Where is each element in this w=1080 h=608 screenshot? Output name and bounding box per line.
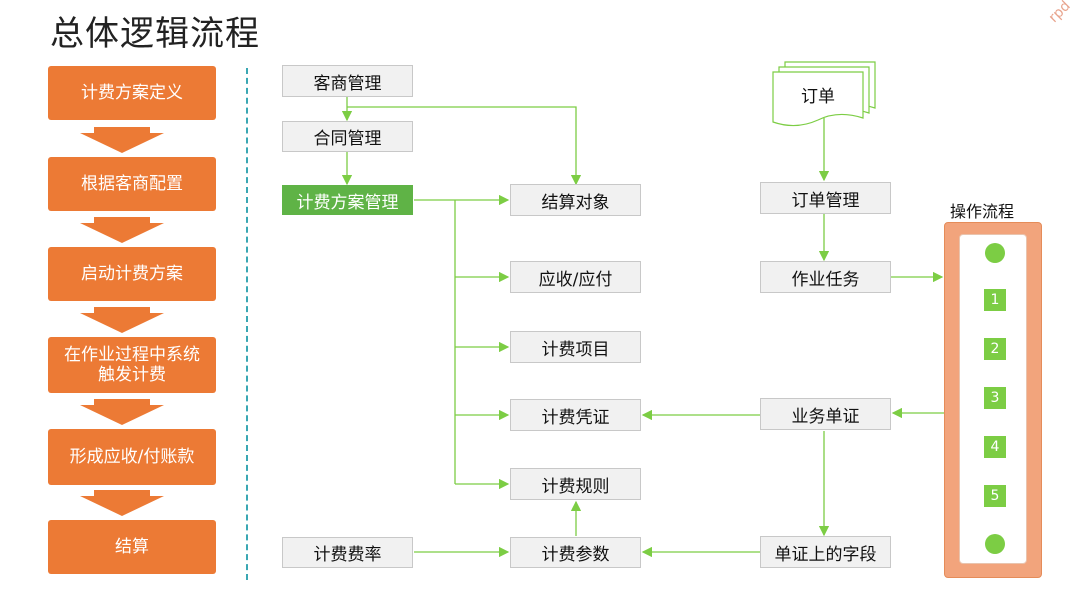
end-node [985,534,1005,554]
box-hetong: 合同管理 [282,121,413,152]
box-danzheng: 业务单证 [760,398,891,430]
box-jifeifangan: 计费方案管理 [282,185,413,215]
ops-title: 操作流程 [950,202,1015,221]
down-arrow-icon [80,127,164,153]
box-jiesuan: 结算对象 [510,184,641,216]
box-canshu: 计费参数 [510,537,641,568]
ops-step-1: 1 [984,289,1006,311]
ops-step-3: 3 [984,387,1006,409]
box-dingdanguanli: 订单管理 [760,182,891,214]
step-5: 形成应收/付账款 [48,429,216,485]
step-6: 结算 [48,520,216,574]
box-feilv: 计费费率 [282,537,413,568]
ops-step-4: 4 [984,436,1006,458]
step-4: 在作业过程中系统 触发计费 [48,337,216,393]
box-dingdan: 订单 [801,86,835,107]
step-3: 启动计费方案 [48,247,216,301]
step-1: 计费方案定义 [48,66,216,120]
down-arrow-icon [80,399,164,425]
page-title: 总体逻辑流程 [50,14,260,54]
start-node [985,243,1005,263]
box-xiangmu: 计费项目 [510,331,641,363]
box-yingshou: 应收/应付 [510,261,641,293]
down-arrow-icon [80,490,164,516]
ops-step-2: 2 [984,338,1006,360]
box-zuoye: 作业任务 [760,261,891,293]
box-pingzheng: 计费凭证 [510,399,641,431]
box-kehu: 客商管理 [282,65,413,97]
down-arrow-icon [80,307,164,333]
down-arrow-icon [80,217,164,243]
ops-step-5: 5 [984,485,1006,507]
document-icon [772,61,876,127]
box-ziduan: 单证上的字段 [760,536,891,568]
step-2: 根据客商配置 [48,157,216,211]
divider [246,68,248,580]
box-guize: 计费规则 [510,468,641,500]
